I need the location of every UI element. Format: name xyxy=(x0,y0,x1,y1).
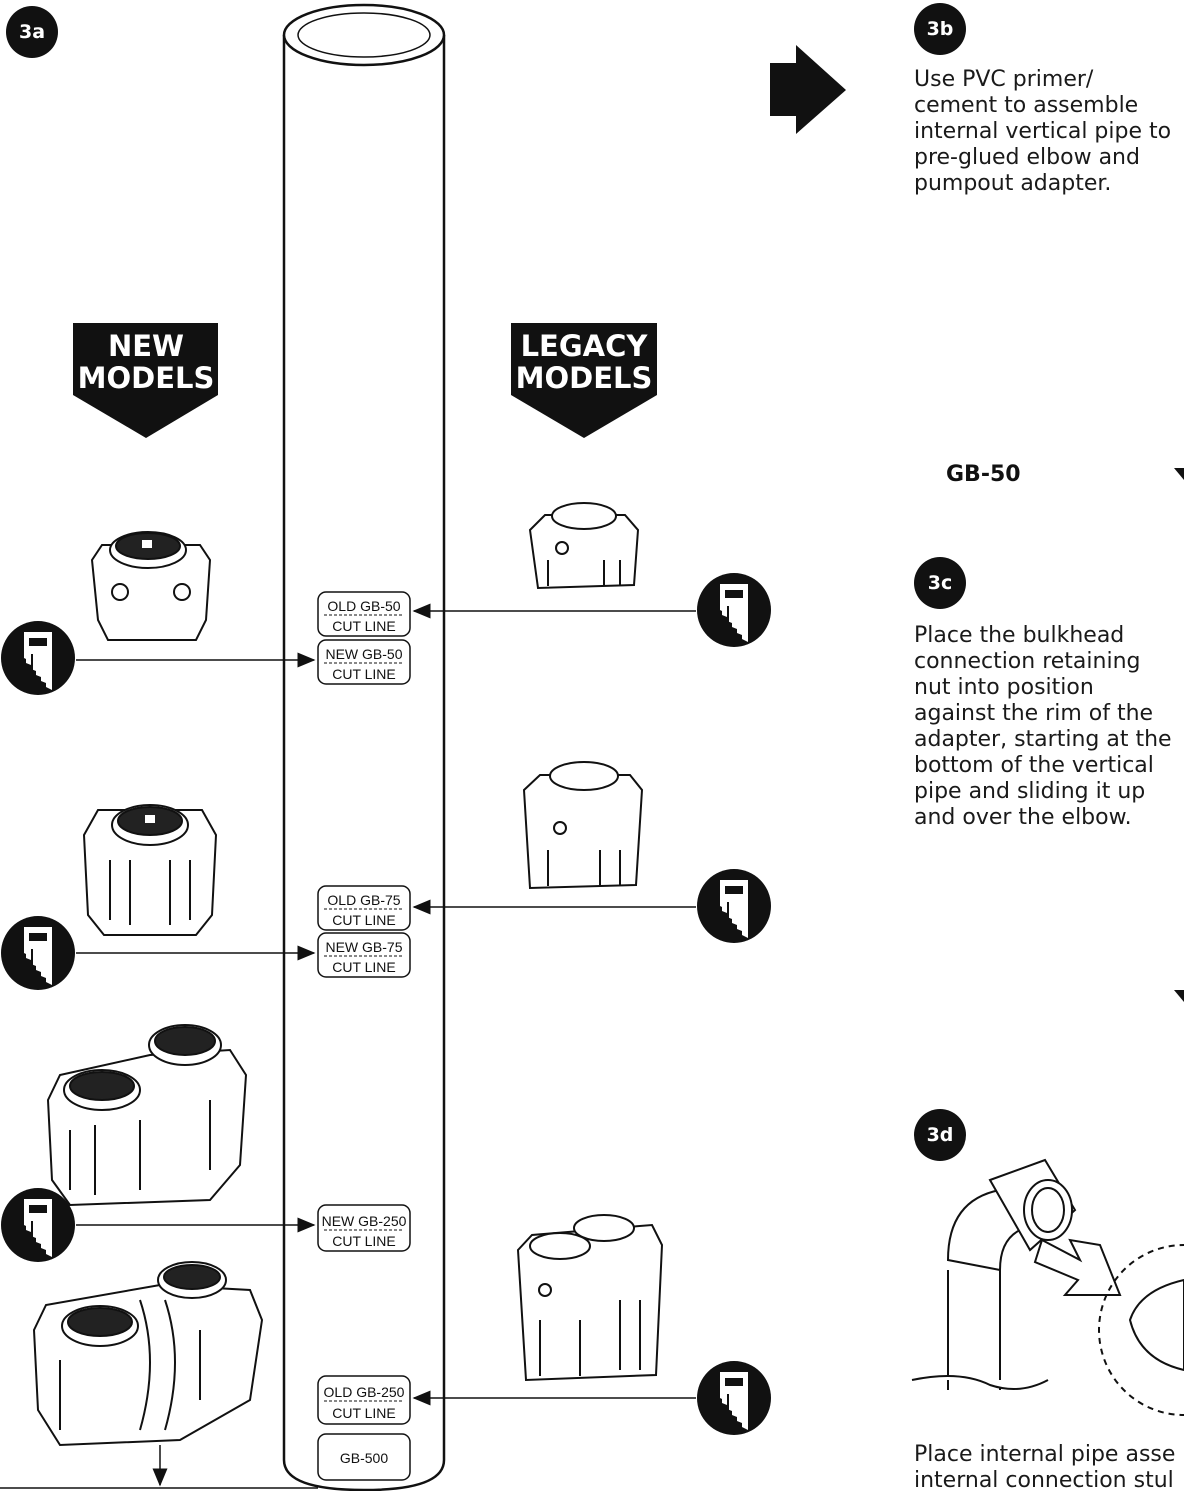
saw-icon xyxy=(1,621,75,695)
interceptor-tank-illustration xyxy=(518,503,662,1380)
step-badge-3d: 3d xyxy=(914,1109,966,1161)
cut-label-new-gb50: NEW GB-50 CUT LINE xyxy=(318,640,410,684)
svg-text:CUT LINE: CUT LINE xyxy=(332,1233,396,1249)
step-3b-text: Use PVC primer/ cement to assemble inter… xyxy=(914,67,1184,197)
cut-label-gb500: GB-500 xyxy=(318,1434,410,1480)
new-banner-line1: NEW xyxy=(108,329,184,363)
cut-label-old-gb50: OLD GB-50 CUT LINE xyxy=(318,592,410,636)
model-label: GB-50 xyxy=(946,462,1021,487)
step-badge-3a: 3a xyxy=(6,6,58,58)
svg-text:NEW GB-250: NEW GB-250 xyxy=(322,1213,407,1229)
svg-text:OLD GB-250: OLD GB-250 xyxy=(324,1384,405,1400)
svg-text:GB-500: GB-500 xyxy=(340,1450,388,1466)
new-models-banner: NEW MODELS xyxy=(73,323,218,438)
saw-icon xyxy=(697,1361,771,1435)
pipe-elbow-illustration xyxy=(912,1160,1184,1415)
cut-label-new-gb250: NEW GB-250 CUT LINE xyxy=(318,1205,410,1251)
legacy-banner-line2: MODELS xyxy=(516,361,653,395)
svg-text:NEW GB-50: NEW GB-50 xyxy=(325,646,402,662)
saw-icon xyxy=(1,916,75,990)
saw-icon xyxy=(697,869,771,943)
svg-text:CUT LINE: CUT LINE xyxy=(332,618,396,634)
svg-text:CUT LINE: CUT LINE xyxy=(332,1405,396,1421)
svg-text:CUT LINE: CUT LINE xyxy=(332,959,396,975)
legacy-banner-line1: LEGACY xyxy=(521,329,649,363)
step-badge-3c: 3c xyxy=(914,557,966,609)
legacy-models-banner: LEGACY MODELS xyxy=(511,323,657,438)
vertical-pipe xyxy=(284,5,444,1490)
svg-text:CUT LINE: CUT LINE xyxy=(332,912,396,928)
saw-icon xyxy=(697,573,771,647)
svg-text:OLD GB-50: OLD GB-50 xyxy=(327,598,400,614)
cut-label-old-gb75: OLD GB-75 CUT LINE xyxy=(318,886,410,930)
cut-label-new-gb75: NEW GB-75 CUT LINE xyxy=(318,933,410,977)
svg-text:OLD GB-75: OLD GB-75 xyxy=(327,892,400,908)
svg-text:CUT LINE: CUT LINE xyxy=(332,666,396,682)
new-banner-line2: MODELS xyxy=(78,361,215,395)
step-3c-text: Place the bulkhead connection retaining … xyxy=(914,623,1184,831)
saw-icon xyxy=(1,1188,75,1262)
step-badge-3b: 3b xyxy=(914,3,966,55)
svg-text:NEW GB-75: NEW GB-75 xyxy=(325,939,402,955)
cut-label-old-gb250: OLD GB-250 CUT LINE xyxy=(318,1376,410,1424)
step-3d-text: Place internal pipe asse internal connec… xyxy=(914,1442,1184,1494)
arrow-right-icon xyxy=(770,45,846,134)
